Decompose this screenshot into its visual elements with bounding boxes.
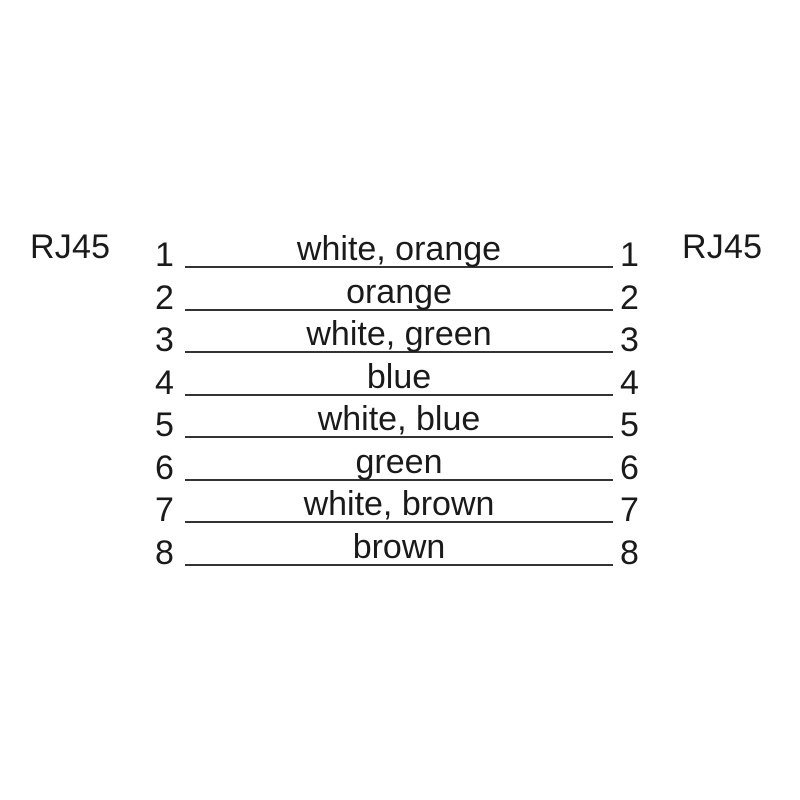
wire-line: [185, 393, 613, 396]
right-pin-number: 6: [620, 448, 639, 487]
wire-line: [185, 308, 613, 311]
wire-color-label: brown: [352, 527, 446, 566]
right-connector-label: RJ45: [682, 228, 763, 266]
wire-line: [185, 478, 613, 481]
wire-line: [185, 436, 613, 438]
left-pin-number: 7: [155, 491, 174, 529]
wire-color-label: white, orange: [296, 230, 502, 268]
wire-line: [185, 521, 613, 523]
right-pin-number: 4: [620, 363, 639, 402]
wire-color-label: white, green: [306, 315, 492, 353]
right-pin-number: 7: [620, 491, 639, 529]
right-pin-number: 3: [620, 321, 639, 359]
wire-line: [185, 351, 613, 353]
left-connector-label: RJ45: [30, 228, 111, 266]
wire-line: [185, 266, 613, 268]
left-pin-number: 5: [155, 406, 174, 444]
left-pin-number: 3: [155, 321, 174, 359]
wire-color-label: white, blue: [317, 400, 481, 438]
right-pin-number: 8: [620, 533, 639, 572]
left-pin-number: 2: [155, 278, 174, 317]
right-pin-number: 2: [620, 278, 639, 317]
right-pin-number: 1: [620, 236, 639, 274]
left-pin-number: 4: [155, 363, 174, 402]
wire-color-label: green: [355, 442, 443, 481]
wire-color-label: orange: [346, 272, 452, 311]
left-pin-number: 1: [155, 236, 174, 274]
wire-color-label: white, brown: [303, 485, 495, 523]
right-pin-number: 5: [620, 406, 639, 444]
wire-line: [185, 563, 613, 566]
left-pin-number: 6: [155, 448, 174, 487]
left-pin-number: 8: [155, 533, 174, 572]
wire-color-label: blue: [366, 357, 432, 396]
